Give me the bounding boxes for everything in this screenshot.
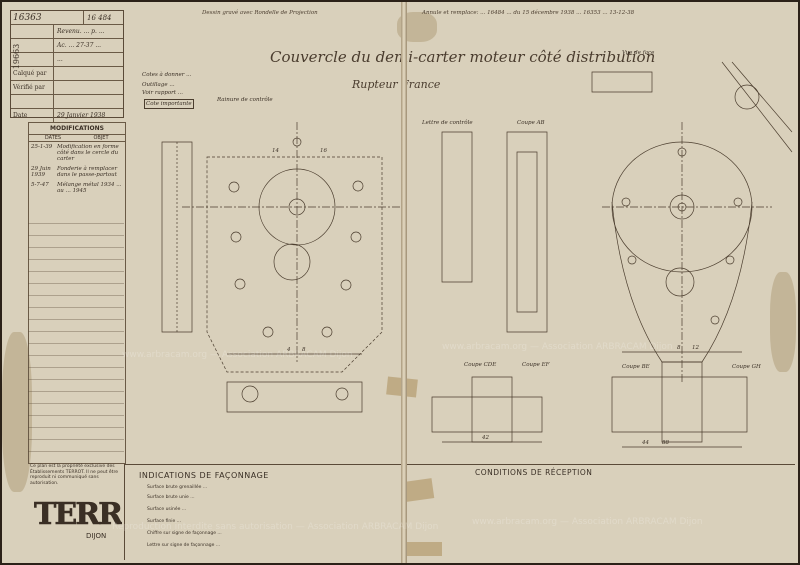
title-block-value: Revenu. ... p. ... xyxy=(57,28,105,35)
title-block-value: ... xyxy=(57,56,63,63)
drawing-note: Lettre de contrôle xyxy=(422,120,473,126)
watermark: www.arbracam.org — Association ARBRACAM … xyxy=(472,517,703,527)
stain xyxy=(770,272,796,372)
section-label: Vue de face xyxy=(622,50,655,56)
indications-title: INDICATIONS DE FAÇONNAGE xyxy=(139,471,269,480)
modification-entry: 25-1-39 Modification en forme côté dans … xyxy=(29,142,125,164)
indications-block: INDICATIONS DE FAÇONNAGE Surface brute g… xyxy=(124,464,403,560)
modification-entry: 5-7-47 Mélange métal 1934 ... au ... 194… xyxy=(29,180,125,196)
dimension-label: 12 xyxy=(692,345,699,351)
indication-item: Surface brute grenaillée ... xyxy=(147,485,208,490)
title-block-label: Vérifié par xyxy=(11,81,54,94)
modifications-table: MODIFICATIONS DATES OBJET 25-1-39 Modifi… xyxy=(28,122,126,464)
title-block-label: Calqué par xyxy=(11,67,54,80)
stain xyxy=(2,332,32,492)
section-label: Coupe EF xyxy=(522,362,550,368)
modifications-col-objet: OBJET xyxy=(93,135,109,141)
brand-city: DIJON xyxy=(86,532,107,540)
watermark: Reproduction interdite sans autorisation… xyxy=(112,522,439,532)
title-block-row: Calqué par xyxy=(11,67,123,81)
drawing-note-boxed: Cote importante xyxy=(144,99,194,109)
header-annotation-right: Annule et remplace: ... 16484 ... du 15 … xyxy=(422,10,635,16)
legal-notice: Ce plan est la propriété exclusive des É… xyxy=(30,464,118,486)
modification-date: 29 Juin 1939 xyxy=(31,166,51,178)
title-block: 16363 16 484 Revenu. ... p. ... Ac. ... … xyxy=(10,10,124,122)
modification-entry: 29 Juin 1939 Fonderie à remplacer dans l… xyxy=(29,164,125,180)
dimension-label: 8 xyxy=(302,347,306,353)
title-block-label xyxy=(11,25,54,38)
ruled-lines xyxy=(28,212,124,462)
dimension-label: 8 xyxy=(677,345,681,351)
watermark: www.arbracam.org — Association ARBRACAM … xyxy=(442,342,673,352)
drawing-subtitle: Rupteur France xyxy=(352,78,441,91)
title-block-row: Ac. ... 27-37 ... xyxy=(11,39,123,53)
title-block-number-1: 16363 xyxy=(11,11,84,24)
modification-date: 5-7-47 xyxy=(31,182,49,188)
tape xyxy=(402,542,442,556)
title-block-date: 29 Janvier 1938 xyxy=(57,112,106,119)
title-block-label: Date xyxy=(11,109,54,122)
section-label: Coupe GH xyxy=(732,364,761,370)
modifications-col-dates: DATES xyxy=(44,135,62,141)
modification-text: Mélange métal 1934 ... au ... 1945 xyxy=(57,182,122,194)
title-block-row: ... xyxy=(11,53,123,67)
modifications-header: DATES OBJET xyxy=(29,135,125,142)
title-block-row: Vérifié par xyxy=(11,81,123,95)
drawing-note: Rainure de contrôle xyxy=(217,97,273,103)
dimension-label: 42 xyxy=(482,435,489,441)
terrot-logo: TERROT xyxy=(32,490,170,536)
dimension-label: 44 xyxy=(642,440,649,446)
logo-text: TERROT xyxy=(34,497,122,532)
title-block-number-2: 16 484 xyxy=(87,13,112,22)
modification-text: Fonderie à remplacer dans le passe-parto… xyxy=(57,166,118,178)
title-block-row: Date 29 Janvier 1938 xyxy=(11,109,123,122)
modifications-title: MODIFICATIONS xyxy=(29,123,125,135)
dimension-label: 16 xyxy=(320,148,327,154)
watermark: www.arbracam.org — Association ARBRACAM … xyxy=(122,350,353,360)
indication-item: Surface brute unie ... xyxy=(147,495,195,500)
modification-date: 25-1-39 xyxy=(31,144,53,150)
title-block-label xyxy=(11,39,54,52)
section-label: Coupe CDE xyxy=(464,362,497,368)
drawing-note: Voir rapport ... xyxy=(142,90,184,96)
indication-item: Chiffre sur signe de façonnage ... xyxy=(147,531,222,536)
dimension-label: 88 xyxy=(662,440,669,446)
drawing-note: Cotes à donner ... xyxy=(142,72,192,78)
title-block-label xyxy=(11,53,54,66)
section-label: Coupe BE xyxy=(622,364,650,370)
indication-item: Surface finie ... xyxy=(147,519,182,524)
conditions-title: CONDITIONS DE RÉCEPTION xyxy=(475,468,593,477)
title-block-row xyxy=(11,95,123,109)
title-block-row: 16363 16 484 xyxy=(11,11,123,25)
drawing-title: Couvercle du demi-carter moteur côté dis… xyxy=(270,48,656,66)
modification-text: Modification en forme côté dans le cercl… xyxy=(57,144,119,162)
drawing-note: Outillage ... xyxy=(142,82,175,88)
conditions-block: CONDITIONS DE RÉCEPTION xyxy=(407,464,795,560)
section-label: Coupe AB xyxy=(517,120,545,126)
dimension-label: 4 xyxy=(287,347,291,353)
title-block-value: Ac. ... 27-37 ... xyxy=(57,42,102,49)
indication-item: Lettre sur signe de façonnage ... xyxy=(147,543,221,548)
dimension-label: 14 xyxy=(272,148,279,154)
header-annotation-left: Dessin gravé avec Rondelle de Projection xyxy=(202,10,318,16)
title-block-label xyxy=(11,95,54,108)
indication-item: Surface usinée ... xyxy=(147,507,187,512)
title-block-row: Revenu. ... p. ... xyxy=(11,25,123,39)
side-reference-number: 19663 xyxy=(12,43,22,70)
center-fold xyxy=(401,2,407,563)
